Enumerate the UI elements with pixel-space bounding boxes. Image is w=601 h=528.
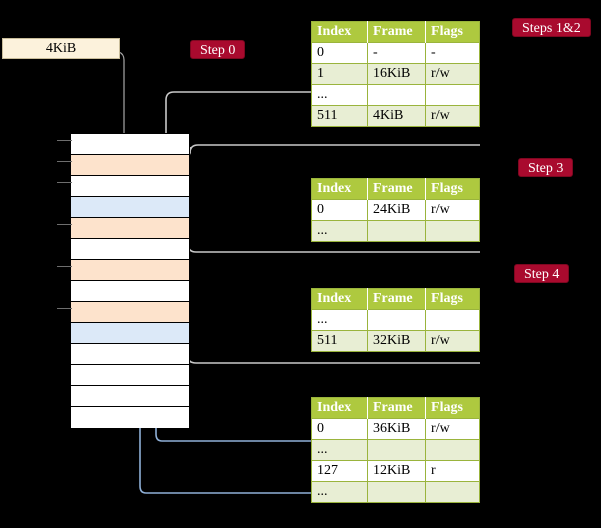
column-header-index: Index (311, 397, 368, 419)
memory-frame (71, 134, 189, 155)
column-header-index: Index (311, 178, 368, 200)
cell-flags: r/w (425, 418, 480, 440)
cell-index: 0 (311, 418, 368, 440)
cell-frame: 36KiB (367, 418, 427, 440)
cell-flags: - (425, 42, 480, 64)
cell-index: ... (311, 220, 368, 242)
badge-step-0: Step 0 (190, 40, 246, 59)
table-row: 511 32KiB r/w (311, 330, 480, 352)
cell-index: 511 (311, 105, 368, 127)
page-table-pt: Index Frame Flags 0 36KiB r/w ... 127 12… (311, 397, 480, 503)
table-row: 511 4KiB r/w (311, 105, 480, 127)
badge-steps-1-2: Steps 1&2 (512, 18, 591, 37)
table-header-row: Index Frame Flags (311, 21, 480, 43)
badge-step-3: Step 3 (518, 158, 574, 177)
memory-tick (57, 182, 72, 183)
page-table-pdpt: Index Frame Flags 0 24KiB r/w ... (311, 178, 480, 242)
cell-frame: 12KiB (367, 460, 427, 482)
memory-frame (71, 407, 189, 428)
memory-frame (71, 302, 189, 323)
table-row: 1 16KiB r/w (311, 63, 480, 85)
cell-frame (367, 84, 427, 106)
cell-frame (367, 481, 427, 503)
cell-index: ... (311, 481, 368, 503)
table-row: 0 24KiB r/w (311, 199, 480, 221)
memory-frame (71, 365, 189, 386)
cell-frame (367, 309, 427, 331)
cell-frame: 16KiB (367, 63, 427, 85)
page-table-pml4: Index Frame Flags 0 - - 1 16KiB r/w ... … (311, 21, 480, 127)
cell-frame (367, 439, 427, 461)
column-header-flags: Flags (425, 288, 480, 310)
wire-pml4-row511-out (189, 144, 480, 154)
table-row: ... (311, 309, 480, 331)
cell-frame: 24KiB (367, 199, 427, 221)
cell-flags (425, 439, 480, 461)
cell-flags (425, 220, 480, 242)
table-row: ... (311, 439, 480, 461)
table-row: ... (311, 84, 480, 106)
cell-frame: - (367, 42, 427, 64)
table-row: ... (311, 220, 480, 242)
memory-tick (57, 308, 72, 309)
cell-flags: r (425, 460, 480, 482)
cell-index: 1 (311, 63, 368, 85)
memory-frame (71, 344, 189, 365)
column-header-frame: Frame (367, 178, 427, 200)
memory-frame (71, 386, 189, 407)
wire-request-to-memory (118, 51, 125, 142)
memory-frame (71, 281, 189, 302)
cell-flags (425, 309, 480, 331)
physical-memory-column (70, 133, 190, 428)
cell-flags (425, 481, 480, 503)
cell-flags: r/w (425, 199, 480, 221)
column-header-flags: Flags (425, 397, 480, 419)
table-header-row: Index Frame Flags (311, 178, 480, 200)
cell-index: 127 (311, 460, 368, 482)
memory-frame (71, 218, 189, 239)
memory-frame (71, 260, 189, 281)
cell-index: 0 (311, 199, 368, 221)
memory-tick (57, 140, 72, 141)
page-table-pd: Index Frame Flags ... 511 32KiB r/w (311, 288, 480, 352)
cell-index: ... (311, 309, 368, 331)
cell-index: ... (311, 84, 368, 106)
column-header-frame: Frame (367, 397, 427, 419)
column-header-frame: Frame (367, 21, 427, 43)
memory-tick (57, 266, 72, 267)
memory-tick (57, 161, 72, 162)
memory-frame (71, 323, 189, 344)
column-header-index: Index (311, 21, 368, 43)
column-header-index: Index (311, 288, 368, 310)
cell-flags: r/w (425, 330, 480, 352)
column-header-frame: Frame (367, 288, 427, 310)
cell-frame: 4KiB (367, 105, 427, 127)
table-row: 127 12KiB r (311, 460, 480, 482)
table-row: 0 - - (311, 42, 480, 64)
cell-index: 511 (311, 330, 368, 352)
cell-flags: r/w (425, 63, 480, 85)
memory-frame (71, 176, 189, 197)
memory-frame (71, 239, 189, 260)
cell-flags: r/w (425, 105, 480, 127)
column-header-flags: Flags (425, 178, 480, 200)
table-header-row: Index Frame Flags (311, 397, 480, 419)
cell-flags (425, 84, 480, 106)
memory-frame (71, 197, 189, 218)
column-header-flags: Flags (425, 21, 480, 43)
cell-frame: 32KiB (367, 330, 427, 352)
memory-tick (57, 224, 72, 225)
cell-frame (367, 220, 427, 242)
table-row: ... (311, 481, 480, 503)
table-row: 0 36KiB r/w (311, 418, 480, 440)
badge-step-4: Step 4 (514, 264, 570, 283)
memory-frame (71, 155, 189, 176)
cell-index: 0 (311, 42, 368, 64)
request-size-box: 4KiB (2, 38, 120, 59)
table-header-row: Index Frame Flags (311, 288, 480, 310)
cell-index: ... (311, 439, 368, 461)
